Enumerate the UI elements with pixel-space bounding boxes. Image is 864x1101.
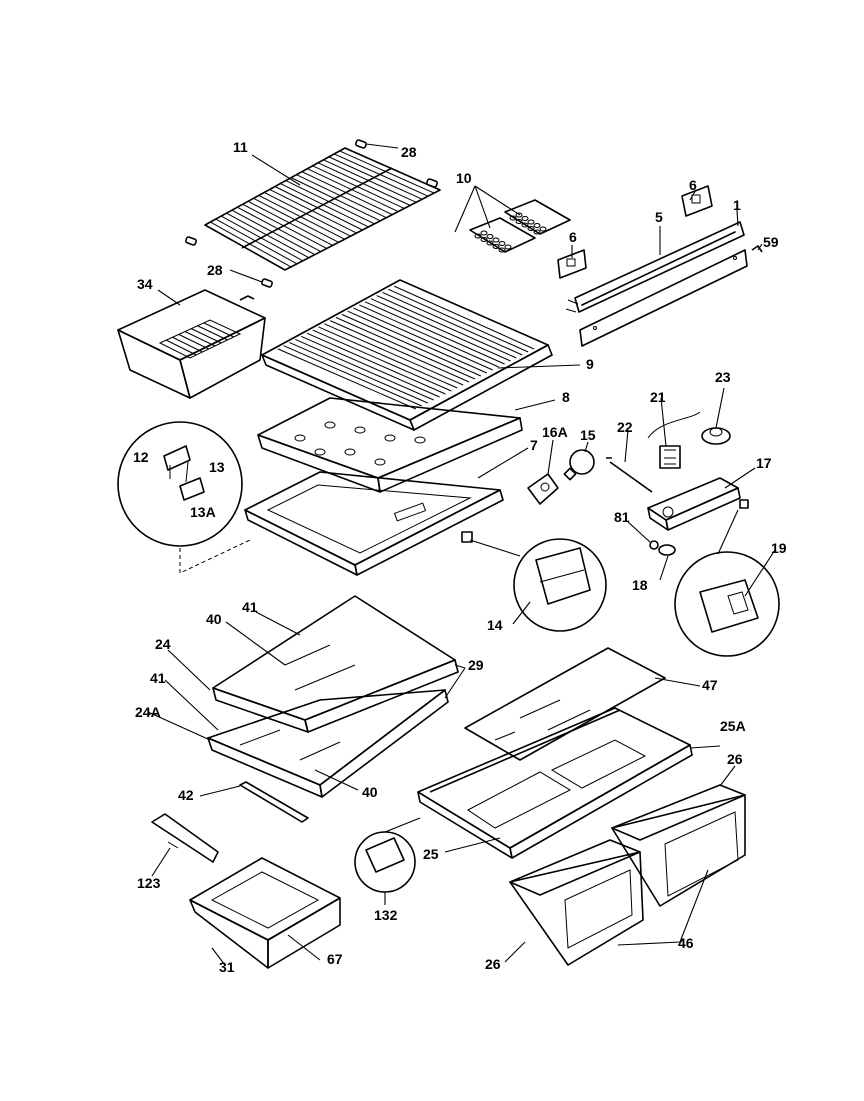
callout-34: 34 [137, 276, 153, 292]
callout-13: 13 [209, 459, 225, 475]
callout-41: 41 [242, 599, 258, 615]
wire-shelf-11 [204, 147, 441, 271]
callout-18: 18 [632, 577, 648, 593]
bin-34 [117, 289, 266, 399]
callout-25: 25 [423, 846, 439, 862]
callout-81: 81 [614, 509, 630, 525]
thermostat-23 [701, 427, 731, 445]
bracket-6 [557, 185, 713, 279]
callout-6: 6 [569, 229, 577, 245]
callout-8: 8 [562, 389, 570, 405]
probe-22 [606, 457, 653, 493]
callout-26: 26 [727, 751, 743, 767]
leader-lines [147, 143, 776, 966]
egg-tray-10 [469, 199, 571, 253]
callout-17: 17 [756, 455, 772, 471]
glass-shelf-upper-40 [212, 595, 459, 733]
callout-67: 67 [327, 951, 343, 967]
callout-1: 1 [733, 197, 741, 213]
callout-5: 5 [655, 209, 663, 225]
callout-13a: 13A [190, 504, 216, 520]
control-housing-17 [647, 477, 741, 531]
clip-19a [739, 499, 749, 509]
callout-42: 42 [178, 787, 194, 803]
callout-6: 6 [689, 177, 697, 193]
tray-7 [244, 471, 504, 576]
shelf-pin-28 [185, 139, 438, 288]
callout-labels: 11 28 10 6 1 5 6 59 28 34 9 23 8 21 22 1… [133, 139, 787, 975]
callout-24: 24 [155, 636, 171, 652]
rail-5-and-trim-1 [565, 221, 763, 347]
crisper-frame-8 [257, 397, 523, 493]
callout-7: 7 [530, 437, 538, 453]
callout-19: 19 [771, 540, 787, 556]
knob-18 [658, 544, 676, 556]
assembly-guide-line [179, 539, 251, 574]
switch-21 [647, 411, 701, 469]
callout-41: 41 [150, 670, 166, 686]
callout-29: 29 [468, 657, 484, 673]
callout-31: 31 [219, 959, 235, 975]
drawer-31 [189, 857, 341, 969]
callout-16a: 16A [542, 424, 568, 440]
callout-46: 46 [678, 935, 694, 951]
callout-59: 59 [763, 234, 779, 250]
glass-shelf-lower-40 [207, 689, 449, 798]
trim-42 [239, 781, 309, 823]
callout-12: 12 [133, 449, 149, 465]
callout-123: 123 [137, 875, 161, 891]
callout-47: 47 [702, 677, 718, 693]
callout-132: 132 [374, 907, 398, 923]
callout-24a: 24A [135, 704, 161, 720]
callout-11: 11 [233, 139, 248, 155]
callout-28: 28 [207, 262, 223, 278]
crisper-drawer-left-26 [509, 839, 644, 966]
crisper-frame-25 [417, 707, 693, 859]
screw-81 [649, 540, 659, 550]
callout-28: 28 [401, 144, 417, 160]
callout-26: 26 [485, 956, 501, 972]
callout-14: 14 [487, 617, 503, 633]
callout-40: 40 [362, 784, 378, 800]
light-bulb-15 [563, 449, 595, 481]
callout-25a: 25A [720, 718, 746, 734]
crisper-cover-47 [464, 647, 666, 761]
bracket-123 [151, 813, 219, 863]
shelf-cover-9 [261, 279, 553, 431]
callout-40: 40 [206, 611, 222, 627]
callout-9: 9 [586, 356, 594, 372]
callout-15: 15 [580, 427, 596, 443]
callout-22: 22 [617, 419, 633, 435]
detail-circle-14 [461, 531, 607, 632]
crisper-drawer-right-26 [611, 784, 746, 907]
callout-10: 10 [456, 170, 472, 186]
callout-21: 21 [650, 389, 666, 405]
detail-circle-19 [674, 551, 780, 657]
callout-23: 23 [715, 369, 731, 385]
detail-circle-12-13 [117, 421, 243, 547]
light-socket-16a [527, 473, 559, 505]
detail-circle-132 [354, 831, 416, 893]
